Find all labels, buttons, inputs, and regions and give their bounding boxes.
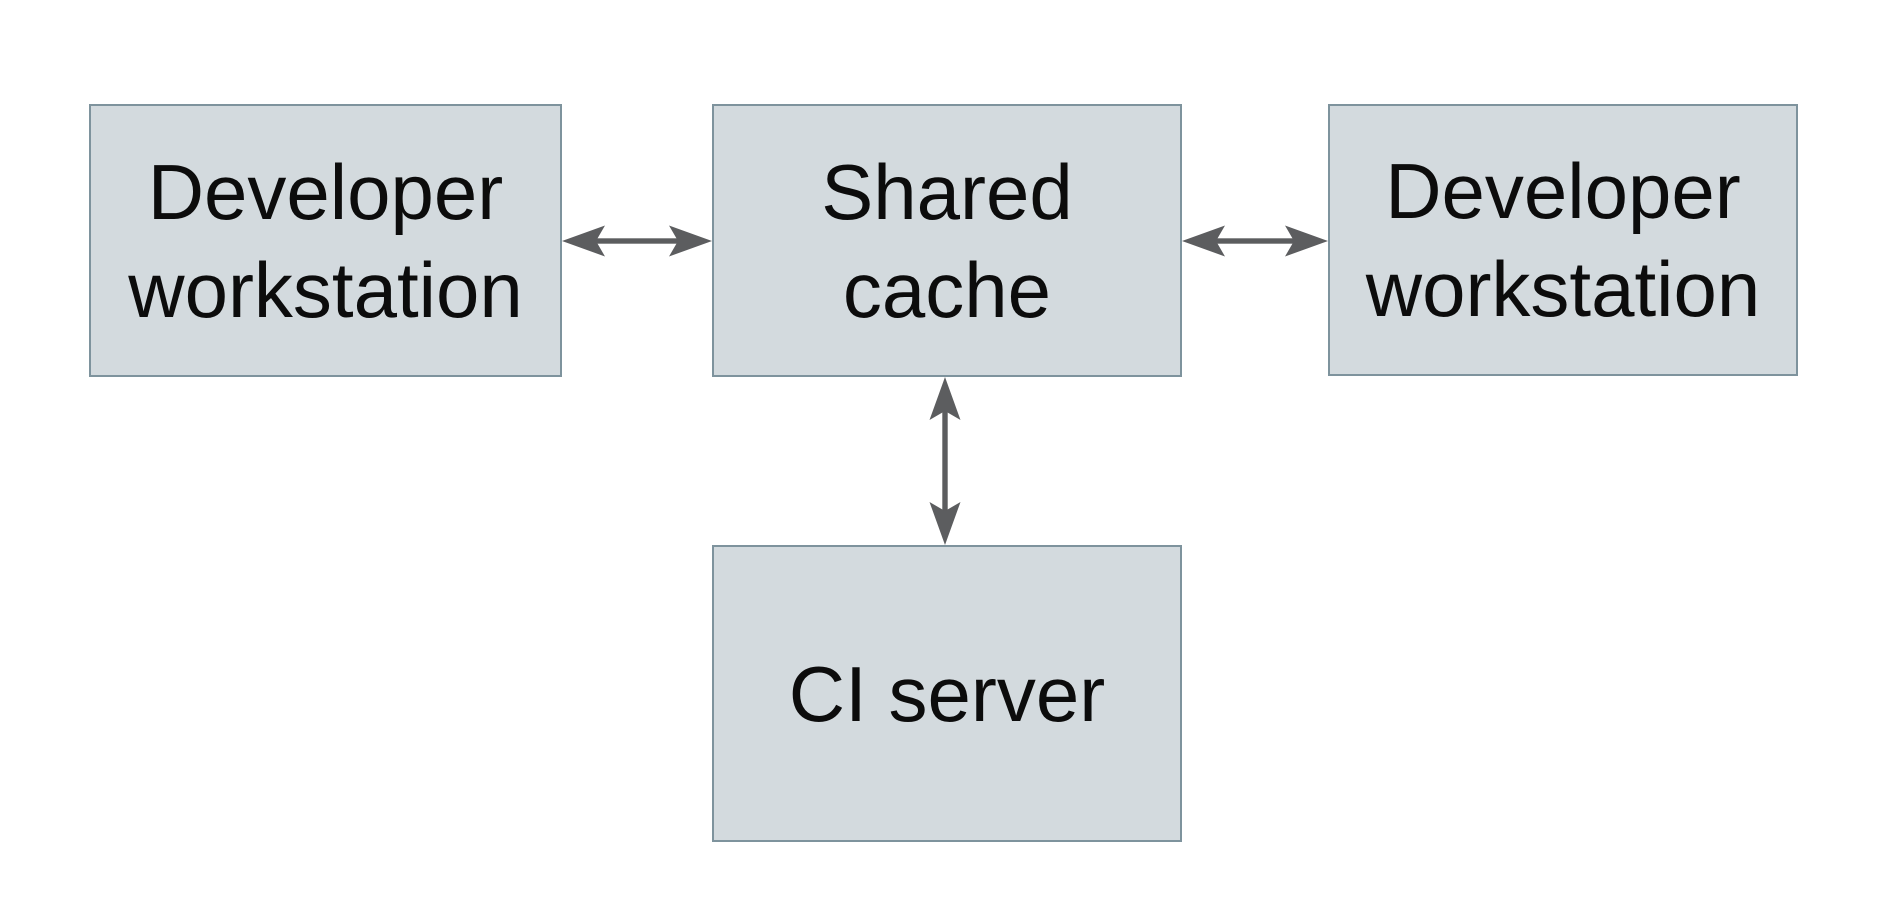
arrow-shaft xyxy=(942,405,948,517)
node-developer-workstation-left: Developer workstation xyxy=(89,104,562,377)
arrowhead-right xyxy=(669,225,712,257)
arrow-shared-cache-ci-server xyxy=(929,377,961,545)
node-ci-server: CI server xyxy=(712,545,1182,842)
arrowhead-left xyxy=(1182,225,1225,257)
arrow-shaft xyxy=(1210,238,1300,244)
node-label: CI server xyxy=(788,649,1106,738)
arrowhead-right xyxy=(1285,225,1328,257)
node-developer-workstation-right: Developer workstation xyxy=(1328,104,1798,376)
arrow-shared-cache-workstation-right xyxy=(1182,225,1328,257)
arrowhead-left xyxy=(562,225,605,257)
arrowhead-down xyxy=(929,502,961,545)
arrowhead-up xyxy=(929,377,961,420)
node-label: Developer workstation xyxy=(128,147,523,334)
node-label: Developer workstation xyxy=(1365,147,1761,333)
arrow-shaft xyxy=(590,238,684,244)
arrow-workstation-left-shared-cache xyxy=(562,225,712,257)
node-shared-cache: Shared cache xyxy=(712,104,1182,377)
node-label: Shared cache xyxy=(821,147,1073,334)
